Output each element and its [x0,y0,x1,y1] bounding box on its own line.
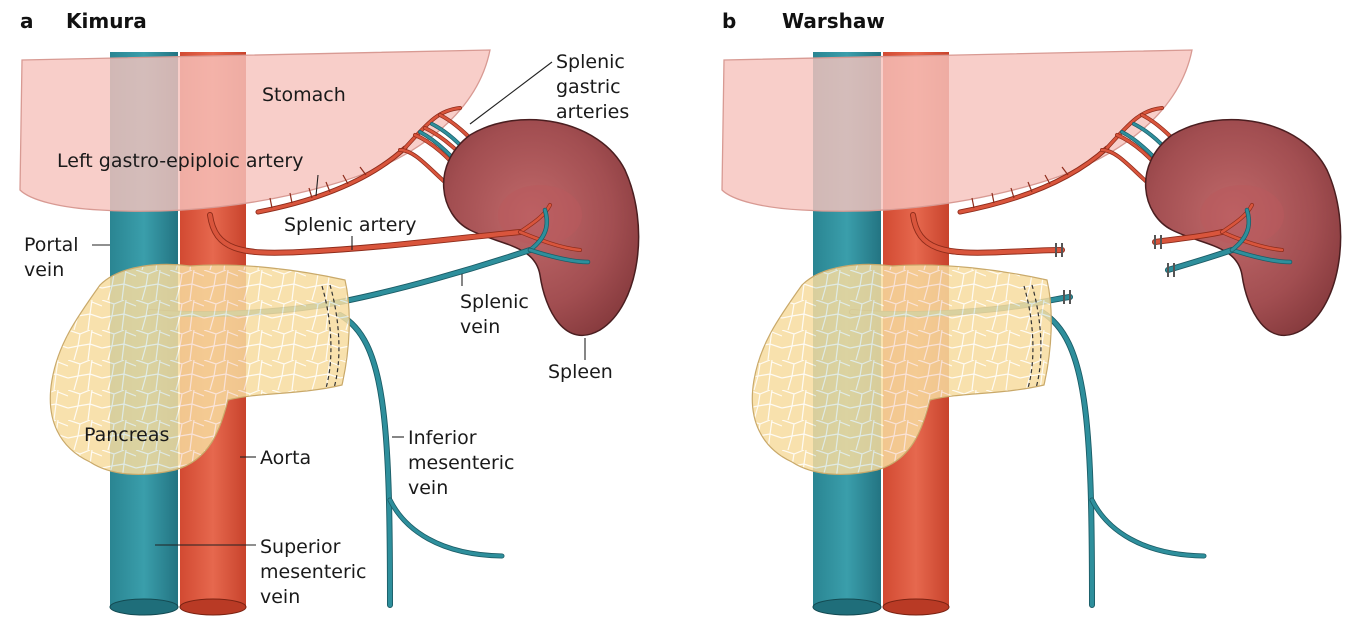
panel-b-letter: b [722,9,736,33]
label-splenic-artery: Splenic artery [284,214,417,236]
label-pancreas: Pancreas [84,424,169,446]
left-gastro-epiploic-artery [255,145,408,215]
label-splenic-gastric-3: arteries [556,101,629,123]
panel-a-title: Kimura [66,9,147,33]
label-superior-3: vein [260,586,300,608]
label-left-gastro-epiploic: Left gastro-epiploic artery [57,150,303,172]
panel-a-letter: a [20,9,34,33]
stomach-b [721,49,1193,212]
label-portal-1: Portal [24,234,79,256]
leader-splenic-gastric [469,61,553,125]
label-splenic-vein-2: vein [460,316,500,338]
panel-a: a Kimura [19,9,640,616]
leader-gastro-epiploic [315,174,319,197]
label-portal-2: vein [24,259,64,281]
panel-b-title: Warshaw [782,9,885,33]
label-inferior-1: Inferior [408,427,477,449]
panel-b: b Warshaw [721,9,1342,616]
spleen-b [1145,118,1342,337]
label-spleen: Spleen [548,361,613,383]
label-splenic-gastric-2: gastric [556,76,621,98]
splenic-artery [207,203,582,256]
inferior-mesenteric-vein-b [1039,309,1207,608]
label-inferior-2: mesenteric [408,452,515,474]
label-inferior-3: vein [408,477,448,499]
label-stomach: Stomach [262,84,346,106]
label-splenic-gastric-1: Splenic [556,51,625,73]
splenic-artery-ligated-b [910,203,1284,257]
label-superior-2: mesenteric [260,561,367,583]
label-aorta: Aorta [260,447,311,469]
inferior-mesenteric-vein [337,312,505,608]
pancreas [49,263,350,475]
label-superior-1: Superior [260,536,341,558]
stomach [19,49,491,212]
gastro-epiploic-artery-b [957,145,1110,215]
label-splenic-vein-1: Splenic [460,291,529,313]
pancreas-b [751,263,1052,475]
